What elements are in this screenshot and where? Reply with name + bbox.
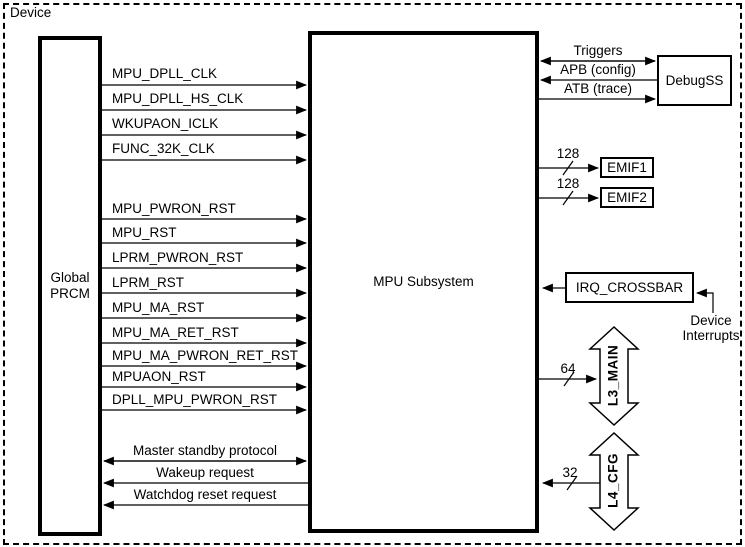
mpu-subsystem-block: MPU Subsystem (308, 31, 539, 533)
signal-label-watchdog-reset: Watchdog reset request (133, 487, 277, 502)
signal-label-mpu-ma-ret-rst: MPU_MA_RET_RST (112, 325, 239, 340)
signal-label-lprm-pwron-rst: LPRM_PWRON_RST (112, 250, 244, 265)
signal-label-master-standby: Master standby protocol (132, 443, 278, 458)
global-prcm-label: Global PRCM (50, 270, 90, 301)
interconnect-bus-lines (539, 371, 601, 491)
debug-lines (539, 56, 657, 104)
signal-label-wakeup-request: Wakeup request (156, 465, 254, 480)
signal-label-mpu-dpll-clk: MPU_DPLL_CLK (112, 66, 218, 81)
clock-signal-lines (102, 80, 308, 165)
device-boundary (3, 3, 742, 545)
signal-label-triggers: Triggers (573, 43, 623, 58)
bus-width-l4: 32 (562, 465, 578, 480)
mpu-subsystem-label: MPU Subsystem (373, 274, 474, 290)
irq-crossbar-block: IRQ_CROSSBAR (565, 272, 694, 303)
signal-label-lprm-rst: LPRM_RST (112, 275, 185, 290)
emif-bus-lines (539, 160, 600, 206)
debugss-block: DebugSS (657, 55, 732, 106)
signal-label-dpll-mpu-pwron-rst: DPLL_MPU_PWRON_RST (112, 392, 278, 407)
irq-lines (541, 283, 714, 313)
signal-label-atb-trace: ATB (trace) (563, 81, 632, 96)
signal-label-mpu-ma-rst: MPU_MA_RST (112, 300, 205, 315)
l3-main-label: L3_MAIN (605, 344, 621, 407)
emif1-block: EMIF1 (600, 157, 654, 178)
device-interrupts-label: Device Interrupts (682, 313, 740, 343)
l4-cfg-arrow (588, 431, 640, 532)
signal-label-mpuaon-rst: MPUAON_RST (112, 369, 206, 384)
signal-label-func-32k-clk: FUNC_32K_CLK (112, 141, 215, 156)
bus-width-emif2: 128 (556, 176, 580, 191)
l4-cfg-label: L4_CFG (605, 453, 621, 508)
device-label: Device (10, 5, 52, 20)
emif1-label: EMIF1 (607, 159, 647, 175)
reset-signal-lines (102, 214, 308, 415)
bus-width-l3: 64 (560, 361, 576, 376)
handshake-lines (102, 456, 308, 510)
bus-width-emif1: 128 (556, 146, 580, 161)
signal-label-wkupaon-iclk: WKUPAON_ICLK (112, 116, 219, 131)
debugss-label: DebugSS (665, 72, 724, 88)
signal-label-mpu-dpll-hs-clk: MPU_DPLL_HS_CLK (112, 91, 244, 106)
l3-main-arrow (588, 325, 640, 427)
global-prcm-block: Global PRCM (38, 36, 102, 536)
signal-label-mpu-ma-pwron-ret-rst: MPU_MA_PWRON_RET_RST (112, 348, 299, 363)
signal-label-mpu-rst: MPU_RST (112, 225, 177, 240)
emif2-block: EMIF2 (600, 187, 654, 208)
irq-crossbar-label: IRQ_CROSSBAR (575, 279, 684, 295)
signal-label-mpu-pwron-rst: MPU_PWRON_RST (112, 201, 236, 216)
signal-label-apb-config: APB (config) (560, 62, 636, 77)
emif2-label: EMIF2 (607, 189, 647, 205)
